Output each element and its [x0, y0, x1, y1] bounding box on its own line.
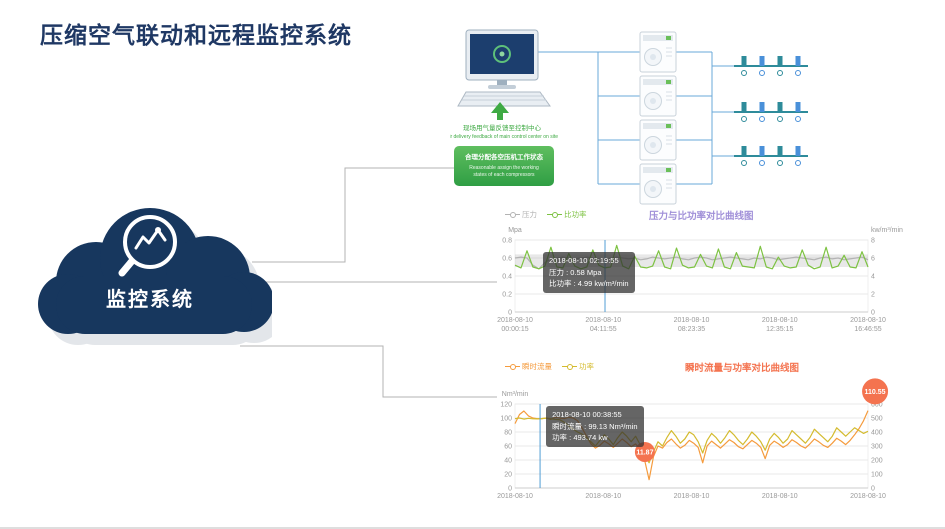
- left-tick-label: 0.6: [502, 256, 512, 263]
- x-tick-label: 2018-08-10: [497, 493, 533, 500]
- legend-item-pressure[interactable]: 压力: [505, 209, 537, 220]
- x-tick-label: 2018-08-10: [850, 317, 886, 324]
- left-tick-label: 20: [504, 472, 512, 479]
- data-marker-label: 11.87: [636, 449, 653, 456]
- feedback-up-arrow-icon: [491, 102, 509, 120]
- right-tick-label: 400: [871, 430, 883, 437]
- x-tick-label: 2018-08-10: [497, 317, 533, 324]
- assign-text-cn: 合理分配各空压机工作状态: [464, 152, 544, 161]
- legend-item-power[interactable]: 功率: [562, 361, 594, 372]
- x-tick-label: 2018-08-10: [674, 317, 710, 324]
- keyboard: [457, 91, 551, 107]
- x-tick-label: 12:35:15: [766, 326, 793, 333]
- left-tick-label: 0.2: [502, 292, 512, 299]
- left-tick-label: 0.4: [502, 274, 512, 281]
- right-tick-label: 200: [871, 458, 883, 465]
- page-title: 压缩空气联动和远程监控系统: [40, 22, 352, 48]
- right-tick-label: 2: [871, 292, 875, 299]
- chart-legend: 压力 比功率: [505, 209, 587, 220]
- data-marker-badge: [862, 378, 889, 405]
- x-tick-label: 2018-08-10: [585, 317, 621, 324]
- legend-label: 压力: [522, 210, 537, 219]
- pressure-power-chart: 压力 比功率 压力与比功率对比曲线图 0.8 8 0.6 6 0.4 4 0.2 2 0 0 Mpa…: [497, 206, 909, 340]
- chart-title: 瞬时流量与功率对比曲线图: [685, 363, 800, 374]
- feedback-text-en: Air delivery feedback of main control ce…: [450, 134, 558, 140]
- right-tick-label: 500: [871, 416, 883, 423]
- legend-marker-icon: [562, 363, 577, 371]
- compressor-unit: [639, 31, 677, 73]
- x-tick-label: 04:11:55: [590, 326, 617, 333]
- left-tick-label: 40: [504, 458, 512, 465]
- x-tick-label: 16:46:55: [854, 326, 881, 333]
- connector-to-flow-chart: [240, 345, 497, 398]
- legend-marker-icon: [505, 211, 520, 219]
- right-tick-label: 4: [871, 274, 875, 281]
- right-tick-label: 8: [871, 238, 875, 245]
- left-tick-label: 0: [508, 310, 512, 317]
- legend-label: 瞬时流量: [522, 362, 552, 371]
- chart-legend: 瞬时流量 功率: [505, 361, 594, 372]
- legend-item-specific-power[interactable]: 比功率: [547, 209, 587, 220]
- connector-to-diagram: [252, 167, 468, 263]
- compressor-unit: [639, 75, 677, 117]
- assign-text-en2: states of each compressors: [473, 172, 535, 178]
- compressor-unit: [639, 119, 677, 161]
- x-tick-label: 2018-08-10: [585, 493, 621, 500]
- data-marker-label: 110.55: [865, 389, 886, 396]
- x-tick-label: 2018-08-10: [762, 317, 798, 324]
- cloud-label: 监控系统: [106, 287, 194, 311]
- legend-marker-icon: [547, 211, 562, 219]
- system-diagram: 现场用气量反馈至控制中心 Air delivery feedback of ma…: [446, 26, 850, 216]
- left-axis-unit: Mpa: [508, 227, 522, 234]
- monitoring-cloud: 监控系统: [32, 196, 284, 346]
- x-tick-label: 2018-08-10: [762, 493, 798, 500]
- left-axis-unit: Nm³/min: [502, 391, 529, 398]
- legend-label: 功率: [579, 362, 594, 371]
- x-tick-label: 2018-08-10: [674, 493, 710, 500]
- right-tick-label: 0: [871, 310, 875, 317]
- assign-box: 合理分配各空压机工作状态 Reasonable assign the worki…: [454, 146, 554, 186]
- x-tick-label: 2018-08-10: [850, 493, 886, 500]
- right-tick-label: 300: [871, 444, 883, 451]
- piping-unit: [734, 102, 808, 122]
- right-tick-label: 600: [871, 402, 883, 409]
- legend-label: 比功率: [564, 210, 587, 219]
- left-tick-label: 60: [504, 444, 512, 451]
- right-axis-unit: kw/m³/min: [871, 227, 903, 234]
- right-tick-label: 0: [871, 486, 875, 493]
- left-tick-label: 0.8: [502, 238, 512, 245]
- left-tick-label: 80: [504, 430, 512, 437]
- right-tick-label: 6: [871, 256, 875, 263]
- compressor-unit: [639, 163, 677, 205]
- left-tick-label: 0: [508, 486, 512, 493]
- control-computer: [457, 29, 551, 107]
- right-tick-label: 100: [871, 472, 883, 479]
- left-tick-label: 120: [500, 402, 512, 409]
- magnifier-chart-icon: [118, 215, 177, 277]
- connection-bus-lines: [538, 51, 734, 185]
- chart-title: 压力与比功率对比曲线图: [649, 211, 754, 222]
- left-tick-label: 100: [500, 416, 512, 423]
- assign-text-en1: Reasonable assign the working: [469, 165, 539, 171]
- legend-marker-icon: [505, 363, 520, 371]
- legend-item-flow[interactable]: 瞬时流量: [505, 361, 552, 372]
- feedback-text-cn: 现场用气量反馈至控制中心: [463, 123, 542, 132]
- x-tick-label: 08:23:35: [678, 326, 705, 333]
- piping-unit: [734, 146, 808, 166]
- x-tick-label: 00:00:15: [501, 326, 528, 333]
- piping-unit: [734, 56, 808, 76]
- data-marker-badge: [634, 441, 655, 462]
